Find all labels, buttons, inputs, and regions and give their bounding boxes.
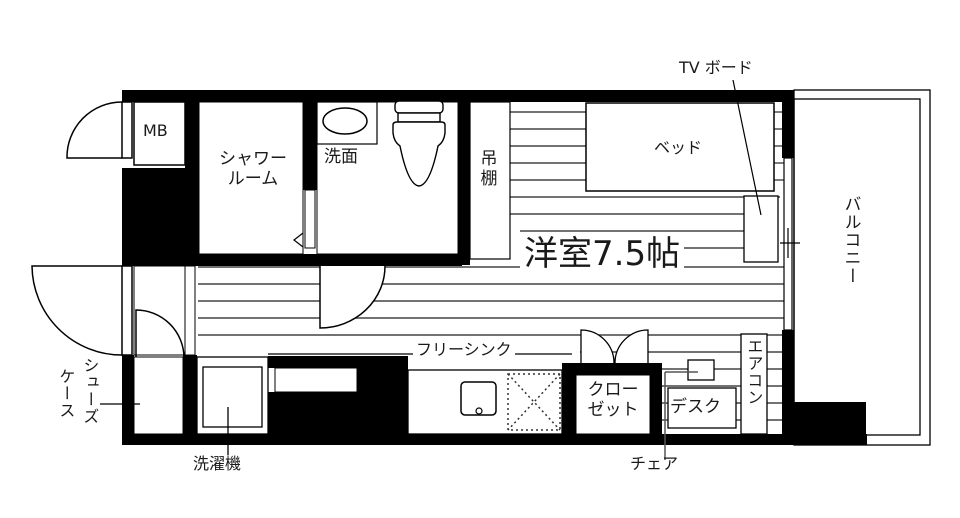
washing-machine-label: 洗濯機 — [193, 454, 242, 473]
hanging-shelf-line1: 吊 — [480, 149, 498, 169]
tv-board — [743, 195, 779, 263]
bed — [585, 102, 775, 192]
stove-icon — [507, 373, 561, 431]
shower-door-icon — [293, 232, 304, 248]
bed-label: ベッド — [654, 138, 703, 157]
aircon — [740, 333, 768, 435]
washbasin-label: 洗面 — [324, 147, 358, 167]
front-door-icon — [31, 265, 133, 356]
shower-room — [198, 101, 304, 255]
toilet-icon — [392, 100, 446, 187]
hanging-shelf-line2: 棚 — [480, 168, 498, 189]
mb-box — [133, 101, 186, 166]
washing-machine — [196, 356, 269, 455]
aircon-label: エアコン — [744, 338, 764, 406]
inner-door-icon — [135, 309, 185, 358]
sink-icon — [460, 381, 497, 416]
hanging-shelf-label: 吊 棚 — [476, 149, 502, 189]
mb-label: MB — [143, 121, 168, 140]
hanging-shelf — [469, 101, 511, 260]
entrance-door-icon — [66, 101, 133, 159]
balcony — [793, 89, 931, 446]
washbasin-icon — [322, 107, 368, 135]
shoe-case-label-line1: シューズ — [80, 357, 100, 425]
chair — [687, 359, 715, 381]
closet — [575, 374, 651, 435]
balcony-label: バルコニー — [840, 195, 861, 285]
tv-board-label: TV ボード — [679, 58, 753, 77]
balcony-window — [780, 157, 800, 331]
main-room-label: 洋室7.5帖 — [520, 234, 685, 275]
shoe-case-label-line2: ケース — [56, 368, 76, 419]
bathroom-door-icon — [319, 265, 386, 329]
desk — [667, 387, 737, 429]
closet-line2: ゼット — [587, 399, 639, 420]
shower-room-line2: ルーム — [227, 168, 279, 189]
closet-door-icon — [580, 329, 649, 364]
desk-label: デスク — [670, 397, 721, 417]
shower-room-line1: シャワー — [219, 149, 287, 169]
walls — [122, 90, 867, 445]
shoe-case — [133, 356, 184, 435]
closet-label: クロー ゼット — [578, 380, 648, 420]
chair-label: チェア — [630, 454, 679, 473]
closet-line1: クロー — [587, 380, 639, 400]
shower-room-label: シャワー ルーム — [207, 149, 299, 189]
free-sink-label: フリーシンク — [413, 340, 515, 360]
